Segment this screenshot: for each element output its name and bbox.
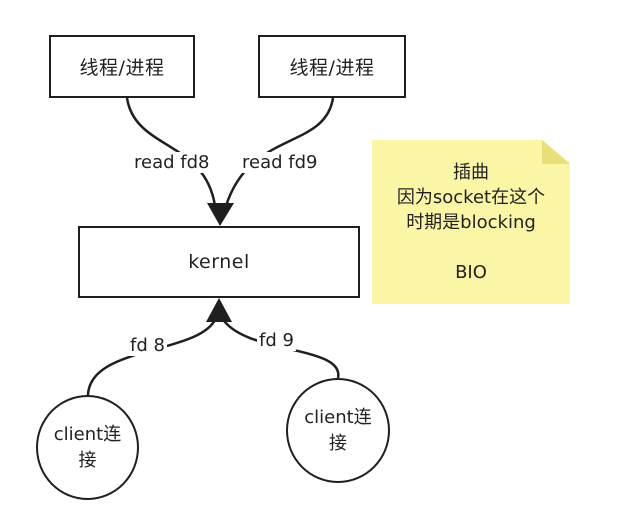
- process-left-label: 线程/进程: [79, 57, 165, 79]
- note-line-2: 因为socket在这个: [396, 187, 546, 208]
- note-line-3: 时期是blocking: [406, 212, 536, 233]
- kernel-box: kernel: [78, 226, 360, 298]
- client-left-label: client连接: [53, 423, 122, 471]
- client-circle-left: client连接: [36, 395, 139, 500]
- edge-read-fd9: [224, 97, 335, 207]
- label-read-fd9: read fd9: [240, 152, 320, 173]
- label-fd9: fd 9: [257, 330, 296, 351]
- process-right-label: 线程/进程: [289, 57, 375, 79]
- sticky-note: 插曲 因为socket在这个 时期是blocking BIO: [372, 140, 570, 304]
- label-read-fd8: read fd8: [132, 152, 212, 173]
- process-box-left: 线程/进程: [49, 35, 195, 98]
- kernel-label: kernel: [188, 251, 250, 273]
- process-box-right: 线程/进程: [258, 35, 406, 98]
- client-right-label: client连接: [304, 406, 372, 454]
- label-fd8: fd 8: [128, 335, 167, 356]
- note-line-1: 插曲: [453, 162, 489, 183]
- client-circle-right: client连接: [286, 378, 390, 483]
- arrowhead-down: [207, 203, 234, 226]
- edge-fd8: [86, 317, 218, 396]
- edge-read-fd8: [125, 97, 217, 207]
- note-line-4: BIO: [455, 262, 487, 283]
- arrowhead-up: [206, 298, 232, 322]
